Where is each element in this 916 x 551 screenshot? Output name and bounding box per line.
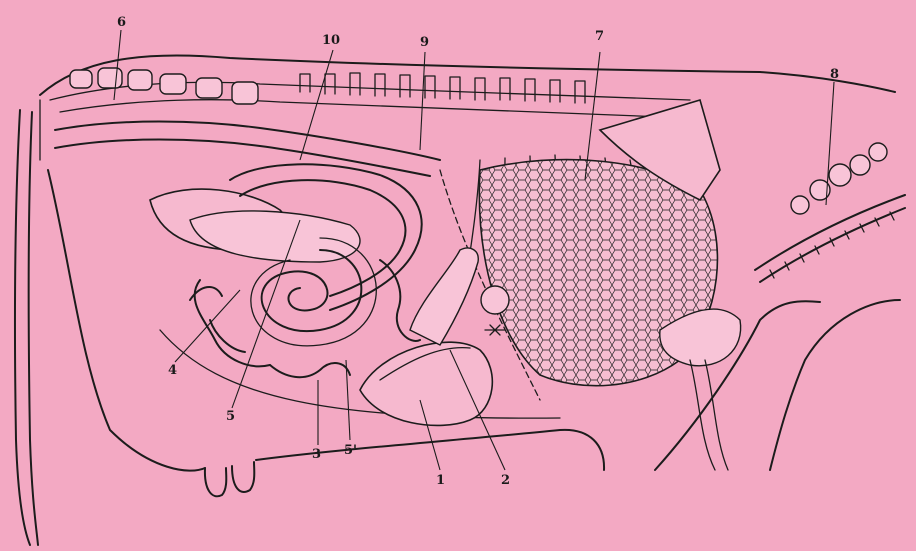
label-1: 1 xyxy=(436,473,445,488)
trachea xyxy=(755,195,905,282)
vertebral-column xyxy=(50,68,690,118)
label-3: 3 xyxy=(312,447,321,462)
stomach-compartments xyxy=(360,248,509,425)
rectum xyxy=(55,122,440,177)
small-intestine xyxy=(190,260,420,377)
label-6: 6 xyxy=(117,15,126,30)
label-2: 2 xyxy=(501,473,510,488)
label-9: 9 xyxy=(420,35,429,50)
label-4: 4 xyxy=(168,363,177,378)
label-7: 7 xyxy=(595,29,604,44)
label-10: 10 xyxy=(322,33,340,48)
label-5: 5 xyxy=(226,409,235,424)
glandular-cluster xyxy=(791,143,887,214)
label-8: 8 xyxy=(830,67,839,82)
label-5-prime: 5' xyxy=(344,443,357,458)
